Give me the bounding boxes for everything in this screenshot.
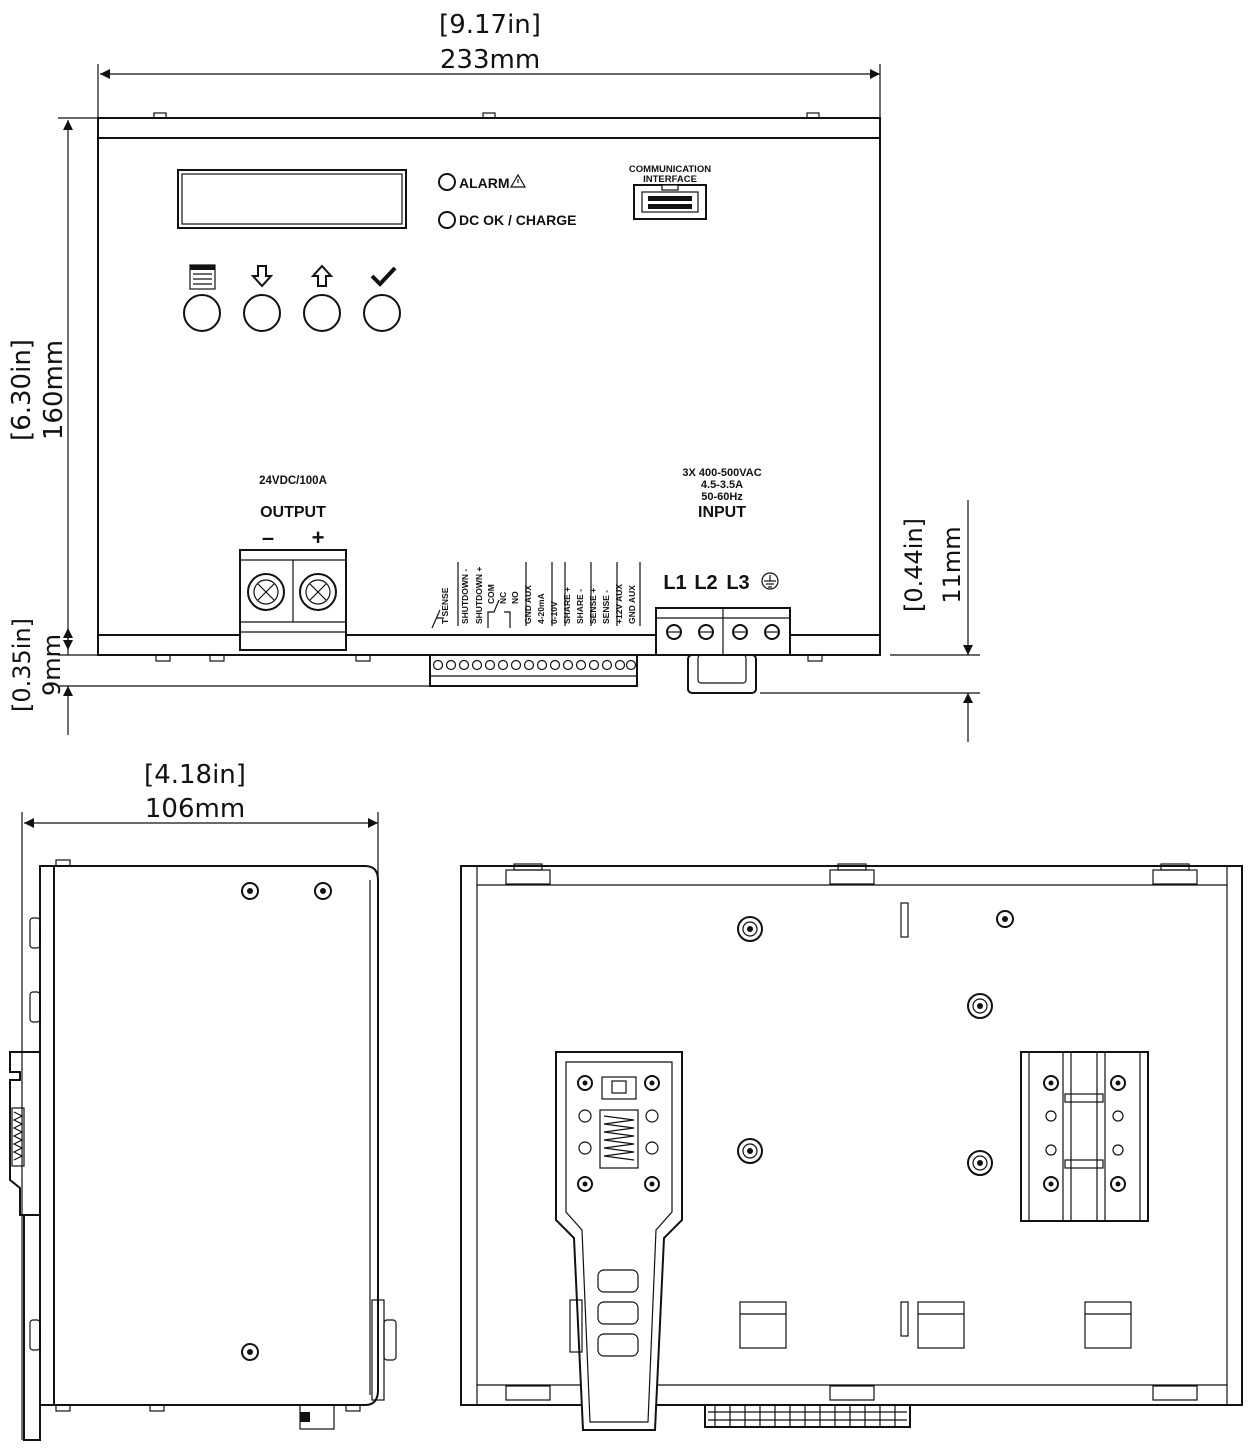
dim-terminal-depth-in: [0.44in]	[900, 518, 928, 612]
side-terminal-profile	[299, 1299, 397, 1430]
signal-label-share-minus: SHARE -	[575, 589, 585, 624]
output-terminal-block[interactable]	[239, 549, 347, 651]
bottom-clips	[505, 863, 1198, 1401]
dim-bottom-offset-in: [0.35in]	[8, 618, 36, 712]
input-l2-label: L2	[694, 572, 717, 594]
ok-button[interactable]	[363, 294, 401, 332]
mounting-bracket	[1020, 1051, 1149, 1222]
clip	[55, 1404, 71, 1412]
vent-openings	[739, 1301, 1132, 1349]
din-rail-clip[interactable]	[555, 1051, 683, 1431]
signal-label-no: NO	[510, 591, 520, 604]
signal-label-4-20ma: 4-20mA	[536, 593, 546, 624]
output-rating: 24VDC/100A	[259, 475, 327, 487]
signal-label-shutdown-plus: SHUTDOWN +	[474, 567, 484, 624]
signal-label-nc: NC	[498, 592, 508, 604]
front-view: [9.17in] 233mm [6.30in] 160mm [0.35in] 9…	[7, 10, 980, 742]
dim-front-width-mm: 233mm	[440, 45, 540, 75]
input-l1-label: L1	[663, 572, 686, 594]
side-protrusion	[29, 1319, 41, 1351]
bottom-view	[460, 863, 1243, 1431]
signal-label-share-plus: SHARE +	[562, 587, 572, 624]
signal-label-sense-plus: SENSE +	[588, 588, 598, 624]
comm-label-2: INTERFACE	[643, 174, 697, 185]
input-l3-label: L3	[726, 572, 749, 594]
signal-terminal-strip[interactable]	[429, 654, 638, 687]
bottom-connector-strip	[704, 1404, 911, 1428]
input-terminal-block[interactable]	[655, 607, 791, 694]
dc-ok-led	[438, 211, 456, 229]
clip	[345, 1404, 361, 1412]
clip	[155, 654, 171, 662]
clip	[209, 654, 225, 662]
input-voltage: 3X 400-500VAC	[682, 467, 761, 479]
communication-port[interactable]	[633, 184, 707, 220]
input-current: 4.5-3.5A	[701, 479, 743, 491]
input-frequency: 50-60Hz	[701, 491, 743, 503]
output-plus-label: +	[312, 525, 325, 550]
check-icon	[370, 266, 397, 287]
clip	[149, 1404, 165, 1412]
comm-label-1: COMMUNICATION	[629, 164, 711, 175]
input-title: INPUT	[698, 504, 746, 521]
side-view: [4.18in] 106mm	[9, 760, 397, 1441]
dim-terminal-depth-mm: 11mm	[938, 526, 966, 603]
bottom-screws	[737, 910, 1014, 1176]
slot	[900, 902, 909, 938]
output-minus-label: –	[262, 525, 274, 550]
dim-front-height-in: [6.30in]	[7, 339, 37, 441]
side-protrusion	[29, 917, 41, 949]
dim-side-depth-in: [4.18in]	[144, 760, 246, 790]
arrow-down-icon	[250, 265, 274, 288]
dim-front-width-in: [9.17in]	[439, 10, 541, 40]
signal-label-gnd-aux: GND AUX	[523, 585, 533, 624]
side-screws	[241, 882, 332, 1361]
clip	[482, 112, 496, 119]
clip	[807, 654, 823, 662]
signal-label-com: COM	[486, 584, 496, 604]
thermistor-icon	[431, 609, 444, 629]
output-title: OUTPUT	[260, 504, 326, 521]
side-housing	[39, 865, 379, 1406]
dim-side-depth-mm: 106mm	[145, 794, 245, 824]
clip	[55, 859, 71, 867]
slot	[900, 1301, 909, 1337]
lcd-display	[177, 169, 407, 229]
input-terminal-screws[interactable]	[666, 624, 780, 640]
dc-ok-label: DC OK / CHARGE	[459, 212, 576, 228]
side-protrusion	[29, 991, 41, 1023]
signal-label-12v-aux: +12V AUX	[614, 584, 624, 624]
menu-list-icon	[189, 264, 216, 290]
relay-contact-icon	[487, 599, 511, 628]
dim-bottom-offset-mm: 9mm	[38, 634, 66, 696]
side-din-clip	[9, 1051, 41, 1441]
signal-label-0-10v: 0-10V	[549, 601, 559, 624]
ground-icon	[761, 572, 779, 590]
signal-terminal-labels: T SENSE SHUTDOWN - SHUTDOWN + COM NC NO …	[431, 562, 641, 629]
menu-button[interactable]	[183, 294, 221, 332]
output-minus-screw[interactable]	[247, 573, 285, 611]
dim-front-height-mm: 160mm	[39, 340, 69, 440]
clip	[355, 654, 371, 662]
down-button[interactable]	[243, 294, 281, 332]
signal-label-gnd-aux-2: GND AUX	[627, 585, 637, 624]
alarm-led	[438, 173, 456, 191]
front-housing	[97, 117, 881, 656]
signal-label-shutdown-minus: SHUTDOWN -	[460, 569, 470, 624]
signal-label-t-sense: T SENSE	[440, 587, 450, 624]
up-button[interactable]	[303, 294, 341, 332]
clip	[806, 112, 820, 119]
clip	[153, 112, 167, 119]
lcd-inner	[181, 173, 403, 225]
output-plus-screw[interactable]	[299, 573, 337, 611]
warning-triangle-icon	[509, 173, 527, 188]
alarm-label: ALARM	[459, 175, 510, 191]
signal-terminal-pins	[432, 659, 637, 671]
arrow-up-icon	[310, 264, 334, 287]
signal-label-sense-minus: SENSE -	[601, 590, 611, 624]
